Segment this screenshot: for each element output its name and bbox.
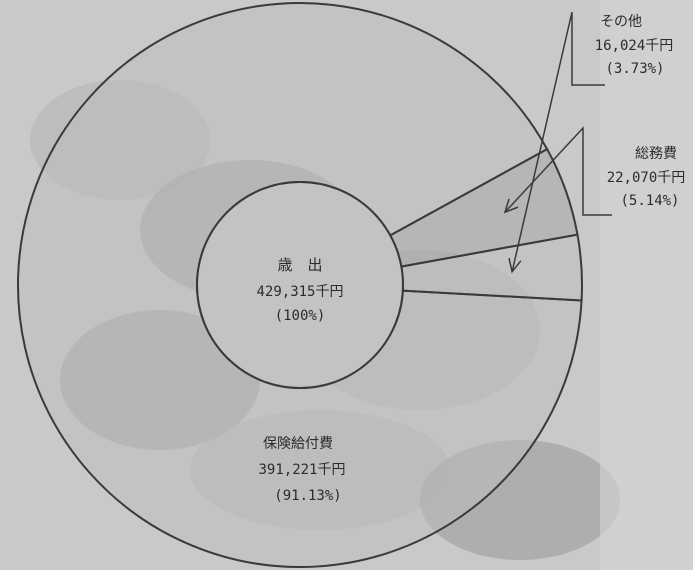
slice-value: 16,024千円: [595, 38, 674, 54]
slice-label-benefits: 保険給付費 391,221千円 (91.13%): [258, 436, 345, 504]
chart-leader-lines: [503, 11, 612, 274]
center-percent: (100%): [275, 308, 326, 324]
slice-name: 保険給付費: [263, 436, 333, 452]
slice-label-general-affairs: 総務費 22,070千円 (5.14%): [607, 146, 686, 209]
slice-value: 391,221千円: [258, 462, 345, 478]
donut-hole: [196, 181, 404, 389]
leader-general-affairs: [504, 126, 612, 216]
center-total: 429,315千円: [256, 284, 343, 300]
slice-label-other: その他 16,024千円 (3.73%): [595, 14, 674, 77]
center-label: 歳 出 429,315千円 (100%): [256, 256, 343, 324]
slice-value: 22,070千円: [607, 170, 686, 186]
slice-name: その他: [600, 14, 642, 30]
center-title: 歳 出: [277, 256, 322, 274]
slice-name: 総務費: [635, 146, 677, 162]
slice-percent: (91.13%): [274, 488, 341, 504]
leader-other: [511, 11, 605, 272]
leader-general-affairs-arrowhead: [503, 198, 519, 214]
leader-other-arrowhead: [508, 257, 522, 274]
slice-percent: (5.14%): [620, 193, 679, 209]
slice-percent: (3.73%): [605, 61, 664, 77]
